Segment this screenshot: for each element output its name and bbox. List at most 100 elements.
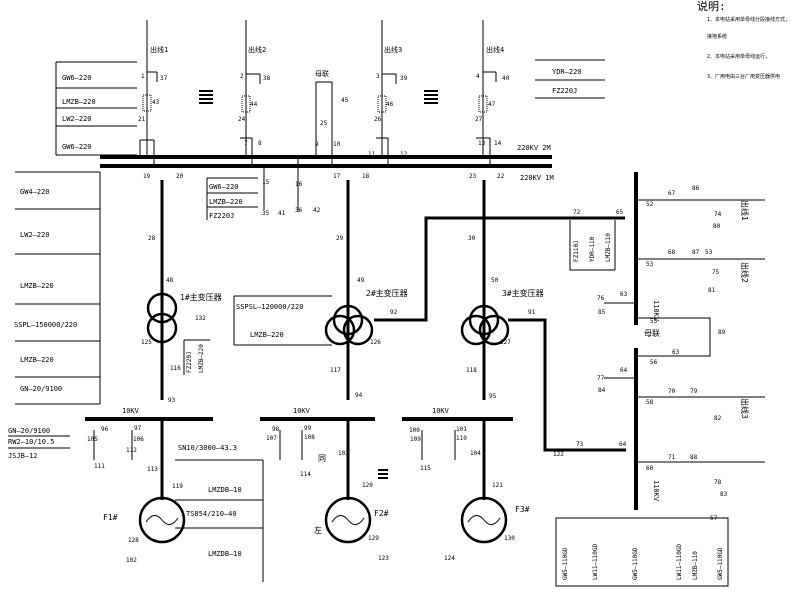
note-2: 2、本电站采用单母线运行, [707,53,768,60]
svg-text:93: 93 [168,397,176,404]
feeders-110kv: 52 67 86 74 80 出线1 53 68 87 53 75 81 出线2… [597,185,765,522]
svg-text:78: 78 [714,479,722,486]
svg-text:45: 45 [341,97,349,104]
svg-text:71: 71 [668,454,676,461]
svg-text:127: 127 [500,339,511,346]
svg-text:LMZB—220: LMZB—220 [198,344,205,373]
svg-text:15: 15 [262,179,270,186]
svg-text:81: 81 [708,287,716,294]
svg-text:42: 42 [313,207,321,214]
svg-text:12: 12 [400,151,408,158]
svg-text:108: 108 [304,434,315,441]
svg-text:13: 13 [478,140,486,147]
svg-text:17: 17 [333,173,341,180]
svg-text:YDR—220: YDR—220 [552,68,582,76]
svg-text:RW2—10/10.5: RW2—10/10.5 [8,438,54,446]
svg-text:84: 84 [598,387,606,394]
svg-text:LMZB—220: LMZB—220 [250,331,284,339]
svg-text:FZ220J: FZ220J [209,212,234,220]
svg-text:39: 39 [400,75,408,82]
line-220-2-label: 出线2 [248,45,266,54]
svg-text:94: 94 [355,392,363,399]
svg-text:121: 121 [492,482,503,489]
svg-text:100: 100 [409,427,420,434]
svg-text:88: 88 [690,454,698,461]
svg-text:55: 55 [650,318,658,325]
svg-text:101: 101 [456,426,467,433]
line-220-2: 出线2 38 2 44 24 7 8 [238,20,271,166]
svg-text:22: 22 [497,173,505,180]
svg-text:49: 49 [357,277,365,284]
svg-text:86: 86 [692,185,700,192]
svg-text:73: 73 [576,441,584,448]
bus-10kv-1-label: 10KV [122,407,140,415]
svg-text:125: 125 [141,339,152,346]
bus-220kv-1m-label: 220KV 1M [520,174,554,182]
legend-left-220: GW6—220 LMZB—220 LW2—220 GW6—220 [55,61,137,156]
legend-main-transformer: GW4—220 LW2—220 LMZB—220 SSPL—150000/220… [14,171,101,405]
svg-text:GN—20/9100: GN—20/9100 [8,427,50,435]
svg-text:123: 123 [378,555,389,562]
svg-text:99: 99 [304,425,312,432]
svg-text:128: 128 [128,537,139,544]
svg-text:58: 58 [646,399,654,406]
svg-text:1: 1 [141,73,145,80]
svg-text:JSJB—12: JSJB—12 [8,452,38,460]
legend-right-220: YDR—220 FZ220J [535,59,605,99]
transformer-1-label: 1#主变压器 [180,292,222,302]
branch-t1: 19 20 28 48 125 116 93 132 1#主变压器 FZ220J… [141,173,222,404]
svg-text:2: 2 [240,73,244,80]
svg-text:40: 40 [502,75,510,82]
legend-generator: SN10/3000—43.3 LMZDB—10 TS854/210—40 LMZ… [175,444,264,582]
svg-text:132: 132 [195,315,206,322]
line-220-3: 出线3 39 3 46 26 11 12 [368,20,408,166]
svg-text:36: 36 [295,207,303,214]
svg-text:GW5—110GD: GW5—110GD [562,547,569,580]
svg-text:8: 8 [258,140,262,147]
generator-f3-label: F3# [515,505,530,514]
svg-text:106: 106 [133,436,144,443]
svg-text:92: 92 [390,309,398,316]
svg-text:65: 65 [616,209,624,216]
svg-text:GW6—220: GW6—220 [209,183,239,191]
svg-text:103: 103 [338,450,349,457]
generator-f3: F3# 130 124 104 121 100 109 101 110 115 [409,419,530,562]
svg-text:28: 28 [148,235,156,242]
svg-text:75: 75 [712,269,720,276]
svg-text:GW6—220: GW6—220 [62,143,92,151]
svg-text:82: 82 [714,415,722,422]
line-220-4-label: 出线4 [486,45,504,54]
svg-text:38: 38 [263,75,271,82]
svg-text:118: 118 [466,367,477,374]
svg-text:TS854/210—40: TS854/210—40 [186,510,237,518]
svg-text:104: 104 [470,450,481,457]
svg-text:64: 64 [619,441,627,448]
line-220-1-label: 出线1 [150,45,168,54]
svg-text:21: 21 [138,116,146,123]
svg-text:110: 110 [456,435,467,442]
svg-text:64: 64 [620,367,628,374]
svg-text:LMZB—220: LMZB—220 [62,98,96,106]
svg-text:124: 124 [444,555,455,562]
svg-text:112: 112 [126,447,137,454]
svg-text:LMZDB—10: LMZDB—10 [208,486,242,494]
generator-f1: F1# 128 102 113 119 105 96 111 97 106 11… [87,419,186,564]
svg-text:117: 117 [330,367,341,374]
svg-text:98: 98 [272,426,280,433]
svg-text:18: 18 [362,173,370,180]
svg-text:LMZB—110: LMZB—110 [692,551,699,580]
svg-text:122: 122 [553,451,564,458]
tie-110kv: 72 65 73 64 122 FZ110J YDR—110 LMZB—110 [374,209,627,458]
svg-text:14: 14 [494,140,502,147]
branch-t2: 17 18 29 49 126 117 94 92 2#主变压器 SSPSL—1… [233,173,408,400]
svg-text:16: 16 [295,181,303,188]
notes-title: 说明: [697,0,726,13]
line-220-3-label: 出线3 [384,45,402,54]
svg-text:130: 130 [504,535,515,542]
svg-text:77: 77 [597,375,605,382]
bus-110kv-1-label: 110KV [652,300,660,322]
hatch-symbols [199,90,438,479]
svg-text:19: 19 [143,173,151,180]
bus-10kv-2-label: 10KV [293,407,311,415]
